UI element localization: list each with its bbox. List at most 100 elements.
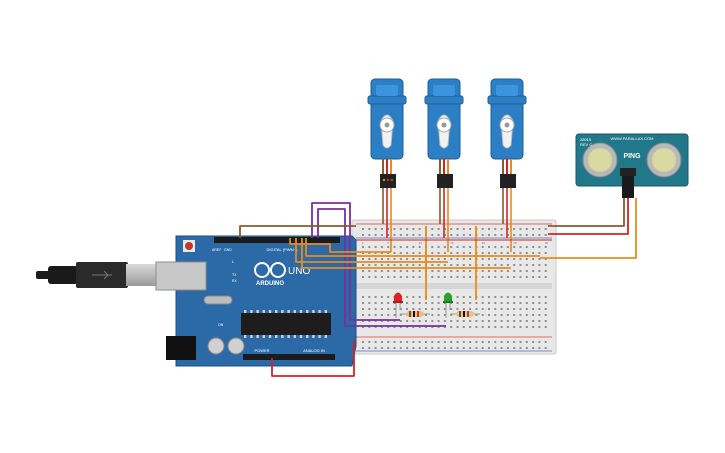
breadboard-hole [399,308,402,310]
breadboard-hole [443,258,446,260]
breadboard-hole [406,276,409,278]
breadboard-hole [519,246,522,248]
breadboard-hole [475,302,478,304]
green-led [443,292,453,318]
breadboard-hole [399,234,402,236]
breadboard-hole [412,341,415,343]
breadboard-hole [418,308,421,310]
breadboard-hole [362,314,364,316]
breadboard-hole [443,246,446,248]
breadboard-hole [519,302,522,304]
breadboard-hole [450,258,453,260]
breadboard-hole [406,347,409,349]
breadboard-hole [450,347,453,349]
breadboard-hole [481,228,484,230]
breadboard-hole [488,296,490,298]
chip-pin [275,310,278,313]
breadboard-hole [544,252,547,254]
breadboard-hole [462,308,465,310]
chip-pin [268,310,272,313]
breadboard-hole [387,252,390,254]
breadboard-hole [425,308,427,310]
breadboard-hole [437,270,440,272]
breadboard-hole [506,326,509,328]
breadboard-hole [544,308,547,310]
breadboard-hole [406,246,409,248]
breadboard-hole [525,276,528,278]
breadboard-hole [538,246,541,248]
breadboard-hole [525,252,528,254]
chip-pin [281,335,284,338]
breadboard-hole [431,347,434,349]
breadboard-hole [475,320,478,322]
breadboard-hole [437,246,440,248]
chip-pin [250,335,253,338]
breadboard-hole [412,308,415,310]
breadboard-hole [443,234,446,236]
breadboard-hole [469,246,472,248]
breadboard-hole [412,228,415,230]
wire-servo-signal-2 [295,238,448,263]
arduino-logo-icon [254,262,286,278]
servo-motor-1 [367,78,407,188]
breadboard-hole [456,296,459,298]
breadboard-hole [406,234,409,236]
breadboard-hole [544,320,547,322]
breadboard-hole [380,296,383,298]
breadboard-hole [519,234,522,236]
breadboard-hole [519,264,522,266]
breadboard-hole [437,308,440,310]
chip-pin [324,310,327,313]
breadboard-hole [380,246,383,248]
breadboard-hole [431,234,434,236]
breadboard-hole [475,341,478,343]
breadboard-hole [544,264,547,266]
breadboard-hole [500,326,503,328]
breadboard-hole [494,320,497,322]
breadboard-hole [418,326,421,328]
breadboard-hole [475,347,478,349]
breadboard-hole [412,276,415,278]
breadboard-hole [513,308,516,310]
breadboard-hole [519,347,522,349]
breadboard-hole [456,308,459,310]
breadboard-hole [380,270,383,272]
breadboard-hole [399,252,402,254]
breadboard-hole [406,326,409,328]
breadboard-hole [437,252,440,254]
breadboard-hole [500,252,503,254]
breadboard-hole [374,228,377,230]
breadboard-hole [506,234,509,236]
breadboard-hole [437,264,440,266]
breadboard-hole [380,276,383,278]
breadboard-hole [393,347,396,349]
breadboard-hole [368,302,371,304]
breadboard-hole [525,264,528,266]
breadboard-hole [494,302,497,304]
wire-sensor-vcc [548,198,629,235]
breadboard-hole [431,228,434,230]
breadboard-hole [532,347,535,349]
breadboard-hole [374,302,377,304]
breadboard-hole [380,234,383,236]
chip-pin [256,335,259,338]
breadboard-hole [437,228,440,230]
breadboard-hole [362,296,364,298]
breadboard-hole [393,246,396,248]
breadboard-hole [494,326,497,328]
breadboard-hole [506,341,509,343]
breadboard-hole [393,258,396,260]
breadboard-hole [538,341,541,343]
breadboard-hole [443,308,446,310]
breadboard-hole [418,276,421,278]
breadboard-hole [525,234,528,236]
breadboard-hole [475,314,478,316]
breadboard-hole [374,258,377,260]
breadboard-hole [532,308,535,310]
breadboard-hole [525,246,528,248]
breadboard-hole [418,320,421,322]
breadboard-hole [437,341,440,343]
breadboard-hole [380,258,383,260]
breadboard-hole [538,326,541,328]
breadboard-hole [538,264,541,266]
